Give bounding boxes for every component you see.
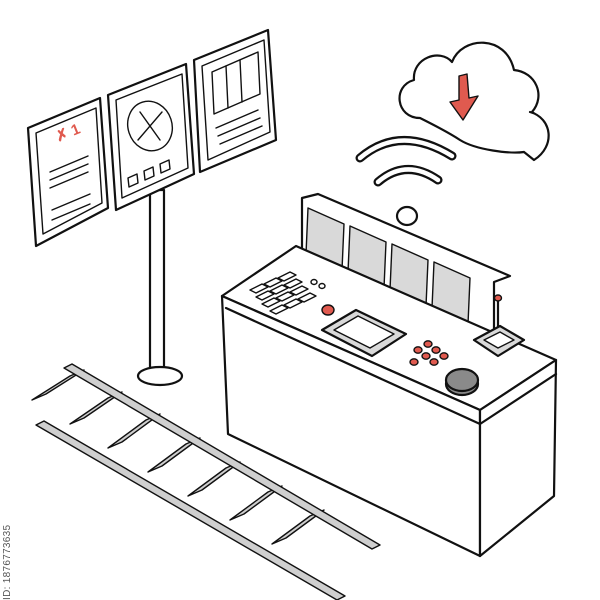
- sign-panel-right: [192, 28, 278, 174]
- switch-bank: [249, 271, 317, 315]
- rotary-knob: [444, 367, 480, 397]
- cloud-download-icon: [398, 41, 550, 162]
- sign-panel-left: ✗ 1: [26, 96, 110, 248]
- radio-terminal: [472, 294, 526, 358]
- sign-pole-base: [136, 365, 184, 387]
- x-circle-icon: [126, 100, 174, 152]
- railway-track: [31, 363, 381, 600]
- red-indicator: [321, 304, 335, 316]
- sign-pole: [148, 188, 166, 380]
- center-display: [320, 308, 408, 358]
- red-button-cluster: [409, 340, 449, 366]
- status-leds: [310, 278, 335, 316]
- control-console: [220, 192, 558, 558]
- console-controls: [249, 271, 526, 397]
- sign-panel-middle: [106, 62, 196, 212]
- track-rails: [35, 363, 381, 600]
- sign-panel-middle-buttons: [127, 159, 171, 188]
- information-sign: ✗ 1: [26, 28, 278, 387]
- download-arrow: [449, 73, 479, 121]
- stock-id-label: ID: 1876773635: [2, 524, 13, 600]
- wifi-icon: [355, 136, 457, 227]
